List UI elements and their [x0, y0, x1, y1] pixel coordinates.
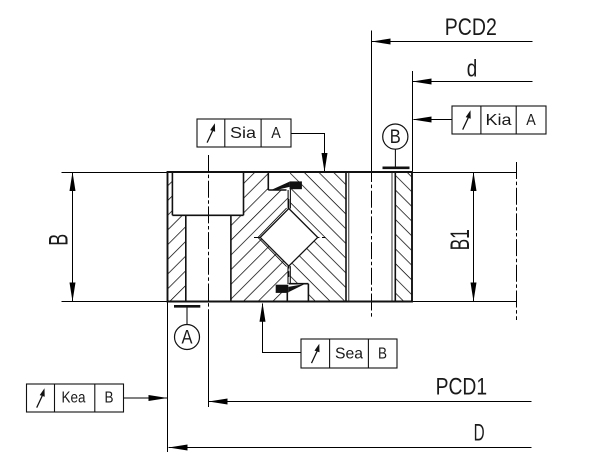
svg-text:B: B: [43, 234, 73, 246]
svg-text:A: A: [271, 125, 281, 142]
svg-text:B: B: [378, 346, 387, 363]
svg-text:Sia: Sia: [230, 125, 256, 142]
svg-text:Kea: Kea: [62, 390, 86, 407]
svg-text:D: D: [474, 419, 485, 446]
svg-text:Sea: Sea: [335, 346, 363, 363]
svg-text:A: A: [526, 112, 536, 129]
svg-text:B: B: [390, 127, 401, 148]
svg-text:B: B: [105, 390, 114, 407]
svg-text:B1: B1: [445, 229, 475, 250]
svg-text:A: A: [182, 328, 193, 349]
svg-text:PCD1: PCD1: [436, 374, 488, 401]
svg-text:Kia: Kia: [486, 112, 512, 129]
svg-text:PCD2: PCD2: [445, 14, 497, 41]
svg-text:d: d: [467, 56, 478, 83]
